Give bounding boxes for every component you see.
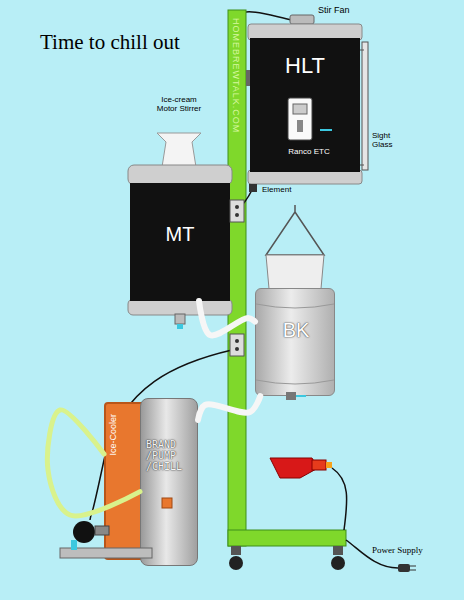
power-plug [398,564,410,572]
sight-glass [362,42,368,170]
node-text: Ice-Cooler [109,414,119,456]
outlet-socket [235,213,239,217]
pump-head [95,526,109,535]
power-outlet [230,200,244,222]
node-text: HLT [250,54,360,78]
element-fitting [249,184,257,192]
frame-post [228,10,246,546]
element-wire [236,190,252,212]
valve-knob [312,460,326,470]
outlet-socket [235,339,239,343]
wheel [229,556,243,570]
mt-base [128,299,232,315]
wheel [331,556,345,570]
bk-valve-handle [296,395,306,397]
bag-hanger [266,205,324,255]
mt-spigot [175,314,185,324]
hose [47,410,140,516]
valve-wire [332,468,347,530]
plug-prong [410,570,416,571]
controller-display [293,104,307,114]
part-label: Stir Fan [318,6,350,16]
vessel-box: MT [130,183,230,301]
wheel-mount [333,546,343,555]
keg-rib [256,380,334,384]
frame-base [228,530,346,546]
power-outlet [230,334,244,356]
node-text: Ranco ETC [274,148,344,157]
burner-valve [270,458,318,478]
vessel-box: HLT Ranco ETC [250,38,360,172]
temperature-controller [288,98,312,140]
vessel-box: BK [255,288,335,396]
hose [199,301,255,335]
outlet-socket [235,205,239,209]
pump-base [60,548,152,558]
stir-fan [290,15,314,24]
hlt-rim [248,170,362,184]
part-label: Element [262,186,291,195]
watermark: HOMEBREWTALK.COM [230,18,240,133]
part-label: Ice-cream Motor Stirrer [154,96,204,114]
keg-rib [256,304,334,308]
node-text: BRAND /PUMP /CHILL [146,439,196,472]
plug-prong [410,566,416,567]
bk-valve [286,392,296,400]
diagram-title: Time to chill out [40,30,180,55]
controller-switch [297,120,303,132]
probe [320,129,332,131]
node-text: MT [130,223,230,245]
valve-tip [326,462,332,468]
hose [198,396,260,420]
chiller-port [162,498,172,508]
wheel-mount [231,546,241,555]
vessel-box: BRAND /PUMP /CHILL [140,398,198,566]
pump-fitting [71,540,77,550]
pump-motor [73,521,95,543]
node-text: BK [256,319,336,341]
part-label: Sight Glass [372,132,406,150]
mt-lid [128,165,232,185]
outlet-socket [235,347,239,351]
spigot-tip [177,324,183,329]
part-label: Power Supply [372,546,423,556]
icecream-motor [157,133,201,167]
